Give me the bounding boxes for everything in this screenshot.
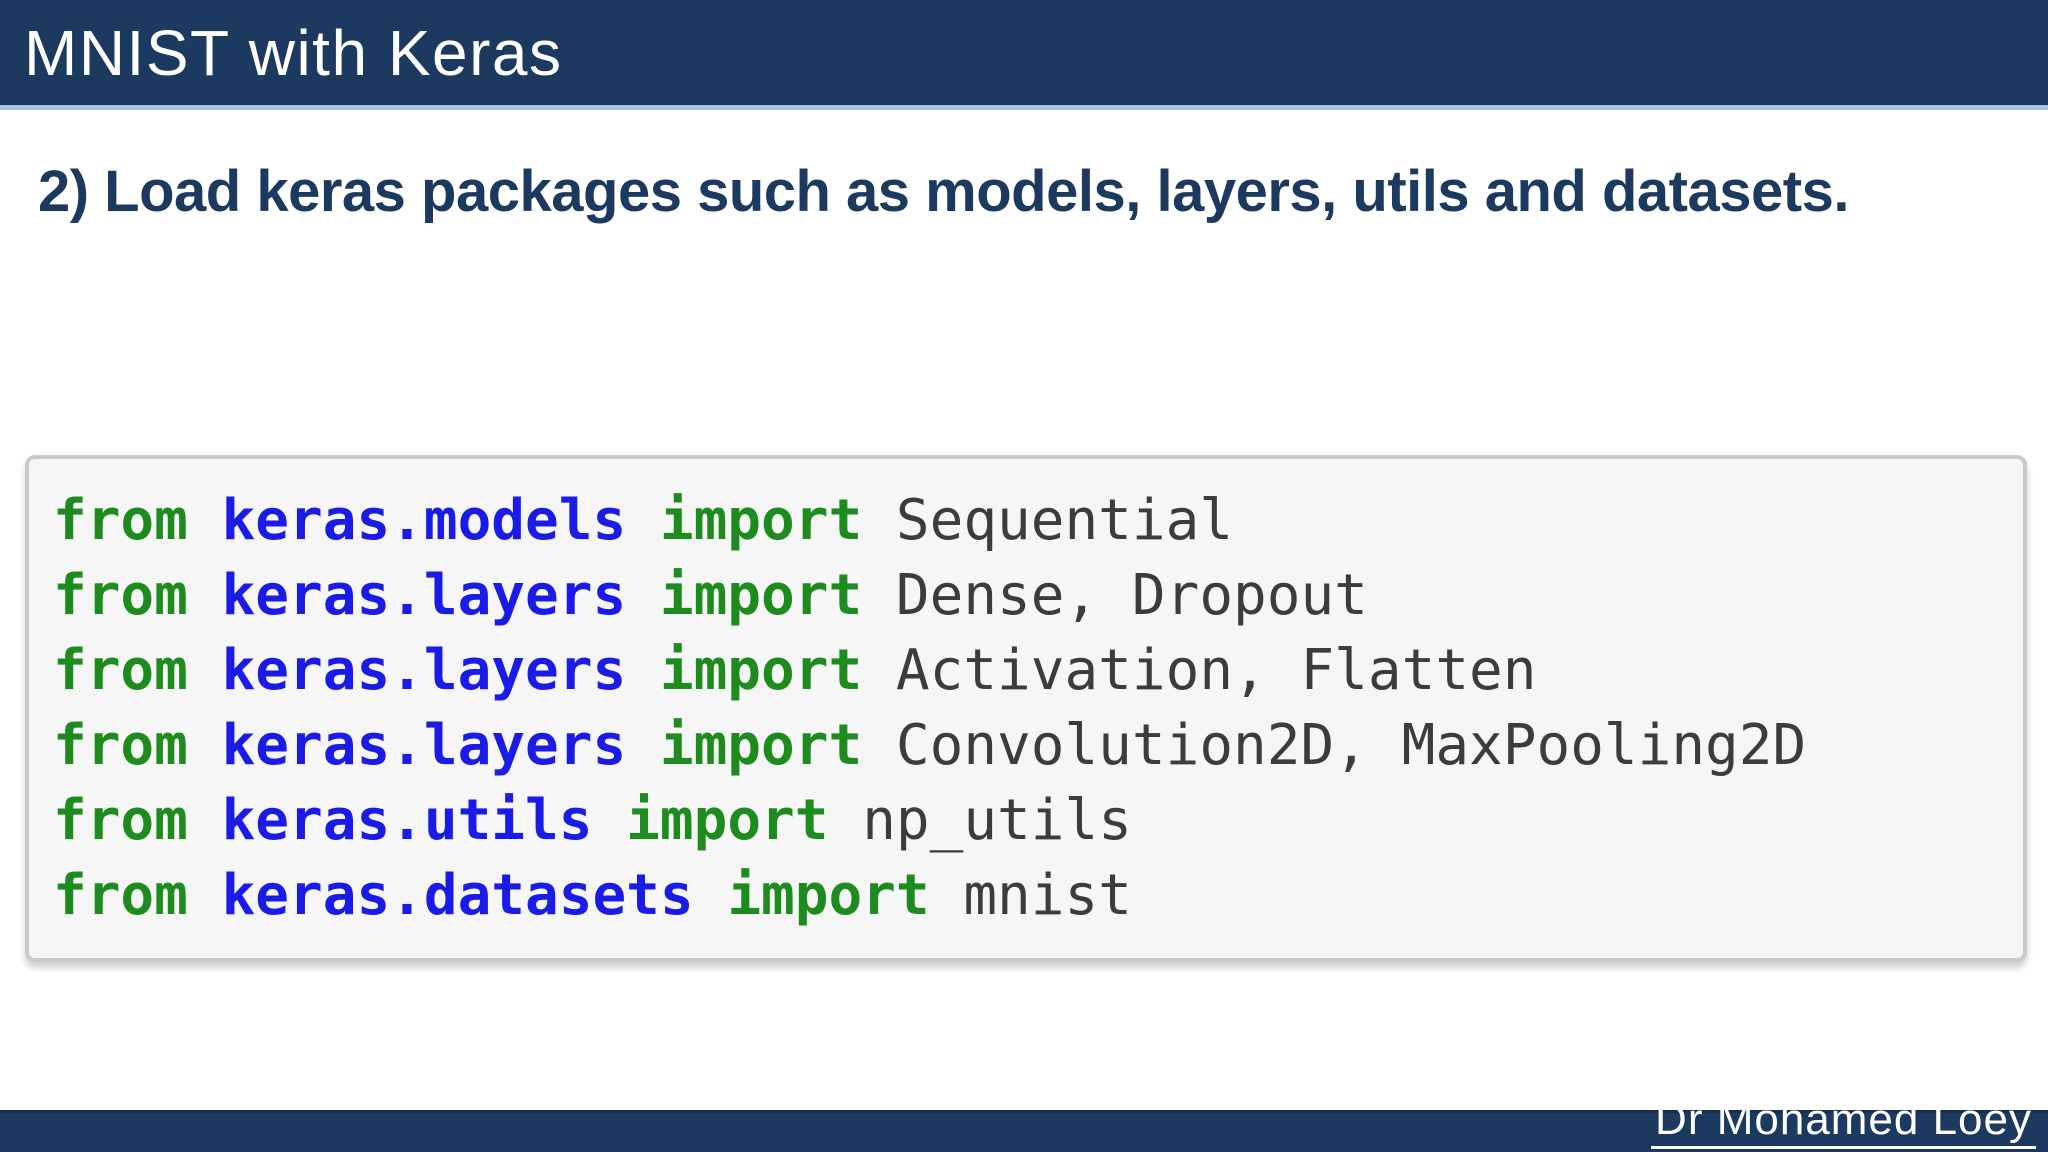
code-line: from keras.datasets import mnist — [53, 858, 1999, 933]
footer-bar — [0, 1110, 2048, 1152]
code-box: from keras.models import Sequential from… — [25, 455, 2027, 962]
code-keyword-from: from — [53, 638, 188, 703]
code-keyword-from: from — [53, 563, 188, 628]
code-module-path: keras.datasets — [221, 863, 694, 928]
code-keyword-from: from — [53, 863, 188, 928]
code-keyword-from: from — [53, 788, 188, 853]
code-module-path: keras.models — [221, 488, 627, 553]
header-bar: MNIST with Keras — [0, 0, 2048, 110]
code-line: from keras.layers import Convolution2D, … — [53, 708, 1999, 783]
code-import-list: np_utils — [862, 788, 1132, 853]
code-keyword-import: import — [659, 638, 863, 703]
code-module-path: keras.layers — [221, 713, 627, 778]
code-import-list: Activation, Flatten — [895, 638, 1537, 703]
code-keyword-from: from — [53, 488, 188, 553]
code-import-list: Convolution2D, MaxPooling2D — [895, 713, 1807, 778]
slide-title: MNIST with Keras — [24, 16, 563, 89]
code-keyword-from: from — [53, 713, 188, 778]
code-keyword-import: import — [659, 713, 863, 778]
code-module-path: keras.utils — [221, 788, 593, 853]
code-module-path: keras.layers — [221, 638, 627, 703]
code-import-list: mnist — [963, 863, 1132, 928]
footer-author: Dr Mohamed Loey — [1651, 1095, 2036, 1149]
code-keyword-import: import — [727, 863, 930, 928]
code-keyword-import: import — [659, 563, 863, 628]
code-line: from keras.models import Sequential — [53, 483, 1999, 558]
code-keyword-import: import — [626, 788, 829, 853]
section-heading: 2) Load keras packages such as models, l… — [38, 159, 1849, 224]
code-line: from keras.utils import np_utils — [53, 783, 1999, 858]
code-line: from keras.layers import Activation, Fla… — [53, 633, 1999, 708]
code-module-path: keras.layers — [221, 563, 627, 628]
code-keyword-import: import — [659, 488, 863, 553]
code-block: from keras.models import Sequential from… — [53, 483, 1999, 933]
code-import-list: Dense, Dropout — [895, 563, 1368, 628]
code-line: from keras.layers import Dense, Dropout — [53, 558, 1999, 633]
code-import-list: Sequential — [895, 488, 1234, 553]
